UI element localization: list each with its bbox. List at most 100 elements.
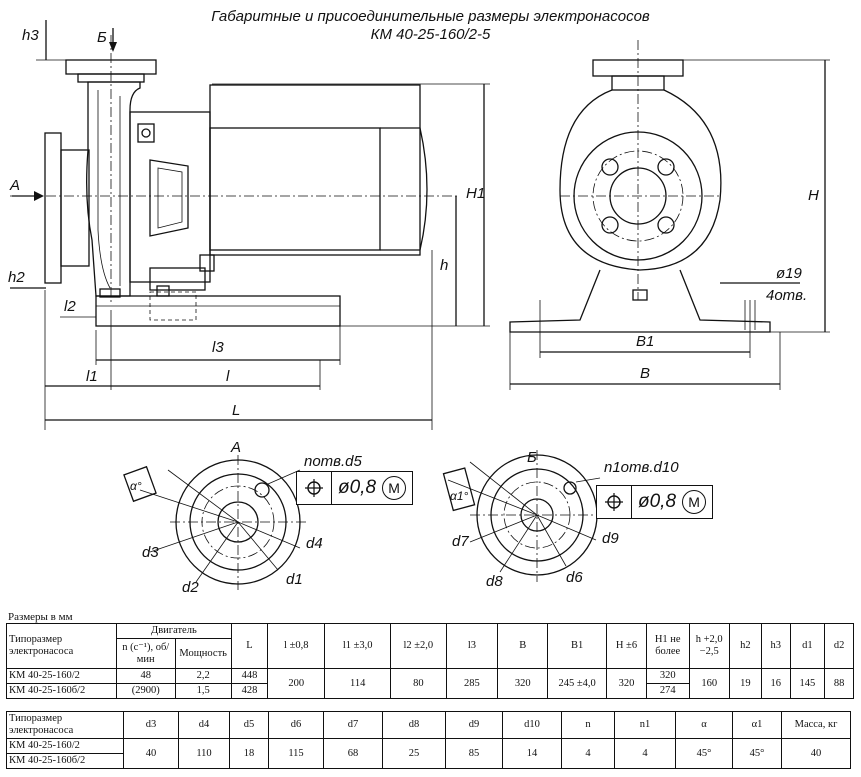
flange-a-d3: d3 [142, 544, 159, 561]
row2-speed: (2900) [115, 683, 176, 699]
dim-h3: h3 [22, 27, 39, 44]
cell-alpha: 45° [675, 738, 733, 769]
row2-power: 1,5 [174, 683, 232, 699]
cell-d10: 14 [502, 738, 562, 769]
th-B1: B1 [547, 623, 608, 669]
dim-l2: l2 [64, 298, 76, 315]
flange-a-holes: nотв.d5 [304, 453, 363, 470]
th2-alpha: α [675, 711, 733, 739]
dim-B1: B1 [636, 333, 654, 350]
cell-d8: 25 [382, 738, 446, 769]
cell-l3: 285 [445, 668, 499, 699]
drawing-subtitle: КМ 40-25-160/2-5 [370, 26, 491, 43]
dim-l3: l3 [212, 339, 224, 356]
th-speed: n (c⁻¹), об/мин [115, 638, 176, 669]
dim-B: B [640, 365, 650, 382]
flange-a-d1: d1 [286, 571, 303, 588]
tolerance-cell-b: ø0,8 M [632, 486, 712, 518]
cell-l2: 80 [390, 668, 447, 699]
cell-l1: 114 [324, 668, 392, 699]
cell-h3: 16 [760, 668, 791, 699]
th-h: h +2,0 −2,5 [688, 623, 730, 669]
view-mark-a: A [9, 177, 20, 194]
flange-a-name: A [230, 439, 241, 456]
flange-b-alpha: α1° [450, 489, 469, 503]
row1-type-2: КМ 40-25-160/2 [6, 738, 124, 754]
dim-l: l [226, 368, 230, 385]
th-l1: l1 ±3,0 [324, 623, 392, 669]
th-power: Мощность [174, 638, 232, 669]
th2-d8: d8 [382, 711, 446, 739]
cell-d6: 115 [268, 738, 324, 769]
th2-mass: Масса, кг [781, 711, 851, 739]
row1-power: 2,2 [174, 668, 232, 684]
row2-L: 428 [230, 683, 269, 699]
cell-d5: 18 [229, 738, 269, 769]
cell-d2: 88 [824, 668, 854, 699]
cell-d4: 110 [178, 738, 230, 769]
tolerance-value-b: ø0,8 [638, 491, 677, 512]
dim-l1: l1 [86, 368, 98, 385]
th2-d3: d3 [123, 711, 179, 739]
dimensions-table-1: Типоразмер электронасоса Двигатель L l ±… [6, 623, 854, 699]
cell-d7: 68 [323, 738, 383, 769]
flange-b-holes: n1отв.d10 [604, 459, 679, 476]
row1-speed: 48 [115, 668, 176, 684]
section-mark-b: Б [97, 29, 107, 46]
position-symbol-icon [297, 472, 332, 504]
th2-type: Типоразмер электронасоса [6, 711, 124, 739]
cell-d3: 40 [123, 738, 179, 769]
cell-d1: 145 [789, 668, 826, 699]
dim-H: H [808, 187, 819, 204]
front-view [509, 40, 830, 390]
row2-type-2: КМ 40-25-160б/2 [6, 753, 124, 769]
th2-n1: n1 [614, 711, 676, 739]
th-d2: d2 [824, 623, 854, 669]
th-H1: H1 не более [645, 623, 690, 669]
cell-h2: 19 [728, 668, 762, 699]
dimensions-caption: Размеры в мм [8, 611, 73, 623]
flange-a-alpha: α° [130, 479, 142, 493]
row2-H1: 274 [645, 683, 690, 699]
flange-a-view [123, 455, 306, 590]
cell-d9: 85 [445, 738, 503, 769]
row1-L: 448 [230, 668, 269, 684]
tolerance-frame-a: ø0,8 M [296, 471, 414, 505]
pump-drawing: h3 Б A h2 l2 l3 l1 l L H1 h [8, 20, 830, 596]
dim-L: L [232, 402, 240, 419]
flange-b-d9: d9 [602, 530, 619, 547]
flange-a-d4: d4 [306, 535, 323, 552]
th2-d10: d10 [502, 711, 562, 739]
cell-H: 320 [606, 668, 647, 699]
position-symbol-icon [597, 486, 632, 518]
dim-H1: H1 [466, 185, 485, 202]
flange-b-view [442, 450, 604, 582]
th2-d9: d9 [445, 711, 503, 739]
th-h2: h2 [728, 623, 762, 669]
flange-b-d8: d8 [486, 573, 503, 590]
flange-b-d7: d7 [452, 533, 469, 550]
drawing-title: Габаритные и присоединительные размеры э… [211, 8, 650, 25]
tolerance-cell-a: ø0,8 M [332, 472, 412, 504]
th-engine: Двигатель [115, 623, 232, 639]
flange-a-d2: d2 [182, 579, 199, 596]
tolerance-value-a: ø0,8 [338, 477, 377, 498]
dim-h: h [440, 257, 448, 274]
cell-n1: 4 [614, 738, 676, 769]
th-l: l ±0,8 [267, 623, 326, 669]
cell-B: 320 [497, 668, 549, 699]
tolerance-frame-b: ø0,8 M [596, 485, 714, 519]
tolerance-modifier-a: M [382, 476, 407, 500]
th2-d4: d4 [178, 711, 230, 739]
th2-d7: d7 [323, 711, 383, 739]
side-view [10, 20, 490, 430]
flange-b-name: Б [527, 449, 537, 466]
cell-mass: 40 [781, 738, 851, 769]
th-L: L [230, 623, 269, 669]
th-h3: h3 [760, 623, 791, 669]
cell-h: 160 [688, 668, 730, 699]
row1-H1: 320 [645, 668, 690, 684]
dimensions-table-2: Типоразмер электронасоса d3 d4 d5 d6 d7 … [6, 711, 851, 769]
th2-d5: d5 [229, 711, 269, 739]
flange-b-d6: d6 [566, 569, 583, 586]
